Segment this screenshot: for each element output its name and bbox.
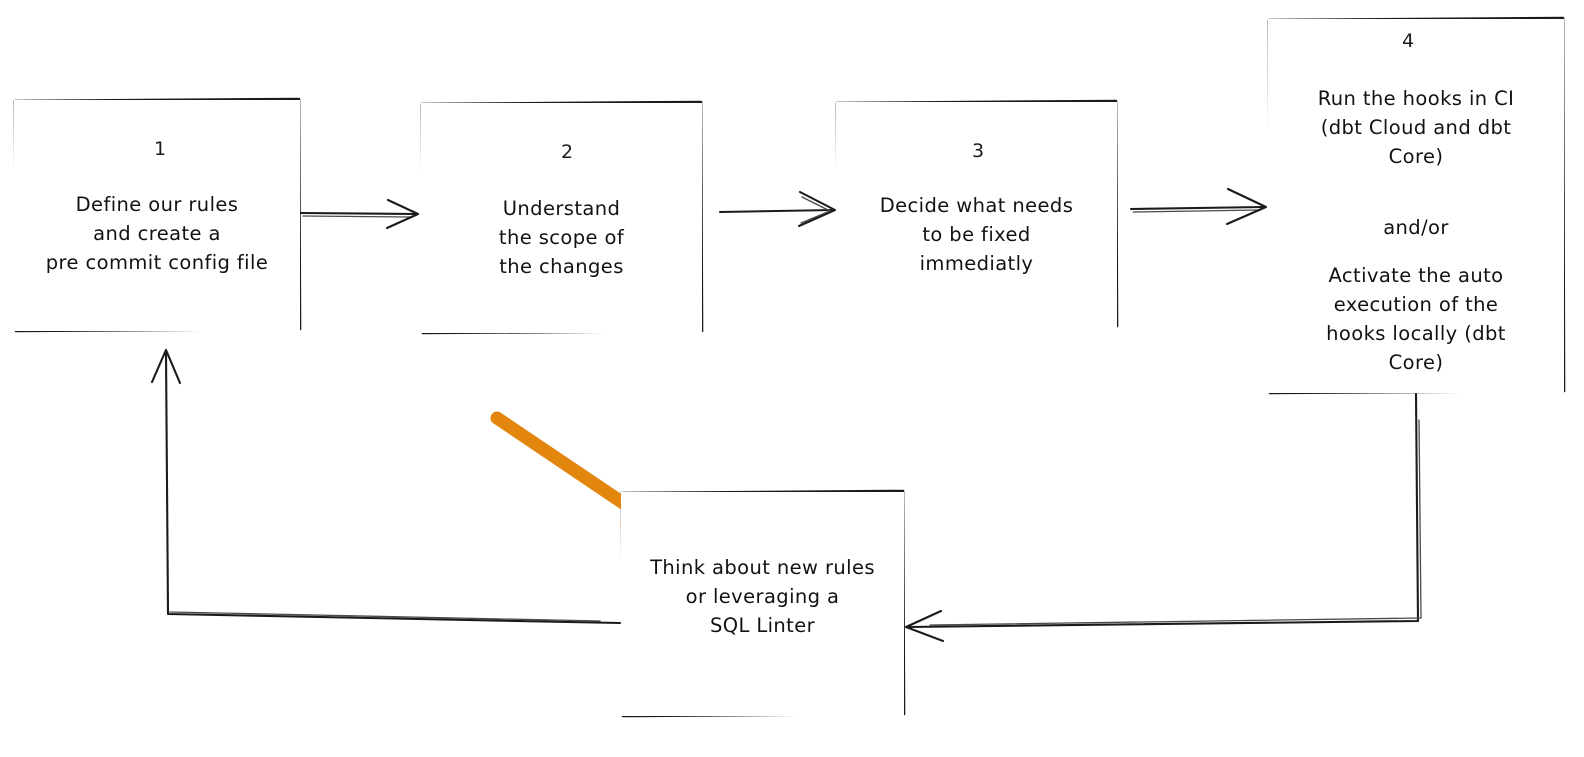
node-3-text: Decide what needs to be fixed immediatly — [879, 194, 1074, 275]
node-3-badge: 3 — [972, 140, 985, 162]
node-2-badge: 2 — [561, 141, 574, 163]
node-5-text: Think about new rules or leveraging a SQ… — [650, 556, 875, 637]
node-1-badge: 1 — [154, 138, 167, 160]
node-4-text-conjunction: and/or — [1383, 216, 1449, 239]
arrow-2-to-3 — [718, 190, 837, 228]
node-4-text-secondary: Activate the auto execution of the hooks… — [1326, 264, 1506, 374]
process-node-5-feedback[interactable]: Think about new rules or leveraging a SQ… — [621, 492, 904, 716]
process-node-2[interactable]: 2 Understand the scope of the changes — [421, 103, 702, 333]
node-4-badge: 4 — [1402, 30, 1415, 52]
process-node-3[interactable]: 3 Decide what needs to be fixed immediat… — [836, 102, 1117, 330]
node-2-text: Understand the scope of the changes — [498, 197, 625, 278]
node-1-text: Define our rules and create a pre commit… — [45, 193, 269, 274]
arrow-1-to-2 — [299, 198, 420, 230]
process-node-1[interactable]: 1 Define our rules and create a pre comm… — [14, 100, 300, 331]
arrow-4-to-5 — [904, 392, 1422, 643]
node-4-text-primary: Run the hooks in CI (dbt Cloud and dbt C… — [1317, 87, 1515, 168]
arrow-3-to-4 — [1129, 187, 1268, 226]
arrow-5-to-1 — [150, 348, 622, 625]
process-node-4[interactable]: 4 Run the hooks in CI (dbt Cloud and dbt… — [1268, 19, 1564, 393]
